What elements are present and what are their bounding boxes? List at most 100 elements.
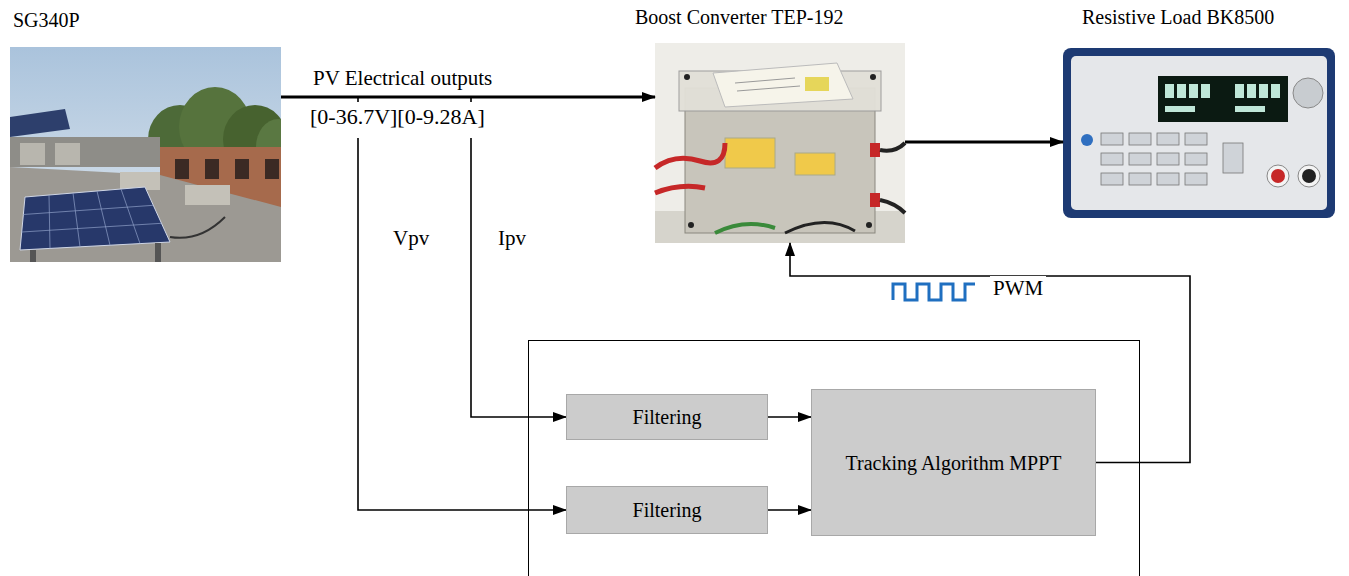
- electronic-load-photo-part-part: [1165, 106, 1195, 112]
- connector: [905, 141, 1063, 144]
- boost-converter-photo-part: [713, 63, 853, 107]
- range-label: [0-36.7V][0-9.28A]: [306, 102, 489, 138]
- electronic-load-photo-part-part: [1271, 84, 1280, 98]
- solar-panel-photo-part: [20, 143, 45, 165]
- solar-panel-photo-part: [205, 159, 219, 179]
- electronic-load-photo-part: [1158, 76, 1288, 122]
- photo-node: Boost Converter TEP-192: [655, 43, 905, 243]
- boost-converter-photo-part: [715, 224, 775, 233]
- electronic-load-photo-part-part: [1185, 153, 1207, 165]
- boost-converter-photo-part: [684, 74, 690, 80]
- electronic-load-photo-part: [1293, 78, 1323, 108]
- photo-heading: Resistive Load BK8500: [1082, 6, 1274, 29]
- electronic-load-photo-part-part: [1259, 84, 1268, 98]
- electronic-load-photo-part-part: [1157, 133, 1179, 145]
- solar-panel-photo-part-part: [22, 223, 162, 232]
- solar-panel-photo-part: [22, 189, 162, 248]
- solar-panel-photo-part: [155, 243, 161, 262]
- electronic-load-photo-part-part: [1101, 173, 1123, 185]
- boost-converter-photo-part: [866, 222, 872, 228]
- electronic-load-photo-part-part: [1235, 106, 1265, 112]
- photo-heading: Boost Converter TEP-192: [635, 6, 844, 29]
- electronic-load-photo-part-part: [1201, 84, 1210, 98]
- connector: [281, 97, 566, 510]
- solar-panel-photo-part: [10, 167, 281, 262]
- electronic-load-photo-part: [1063, 48, 1335, 218]
- boost-converter-photo-part: [655, 43, 905, 243]
- electronic-load-photo-part: [1267, 165, 1289, 187]
- signal-label: PWM: [990, 276, 1046, 301]
- connector: [281, 97, 566, 417]
- photo-heading: SG340P: [13, 9, 80, 32]
- electronic-load-photo-part-part: [1189, 84, 1198, 98]
- solar-panel-photo-part: [30, 250, 36, 262]
- boost-converter-photo: [655, 43, 905, 243]
- solar-panel-photo: [10, 47, 281, 262]
- boost-converter-photo-part: [870, 74, 876, 80]
- electronic-load-photo-part: [1071, 56, 1327, 210]
- boost-converter-photo-part: [795, 153, 835, 175]
- connector: [768, 509, 811, 511]
- solar-panel-photo-part-part: [23, 205, 153, 214]
- electronic-load-photo-part-part: [1165, 84, 1174, 98]
- solar-panel-photo-part: [175, 159, 189, 179]
- boost-converter-photo-part: [725, 138, 775, 168]
- solar-panel-photo-part-part: [97, 191, 110, 245]
- boost-converter-photo-part: [785, 222, 855, 233]
- boost-converter-photo-part: [735, 78, 795, 83]
- electronic-load-photo-part: [1298, 165, 1320, 187]
- solar-panel-photo-part: [55, 143, 80, 165]
- signal-label: PV Electrical outputs: [310, 66, 495, 91]
- boost-converter-photo-part: [870, 193, 880, 207]
- process-box: Filtering: [566, 486, 768, 534]
- boost-converter-photo-part: [880, 143, 905, 151]
- electronic-load-photo-part-part: [1101, 153, 1123, 165]
- electronic-load-photo-part-part: [1235, 84, 1244, 98]
- solar-panel-photo-part-part: [49, 195, 50, 248]
- electronic-load-photo-part-part: [1223, 143, 1243, 173]
- boost-converter-photo-part: [737, 86, 800, 91]
- box-text: Filtering: [633, 498, 702, 522]
- electronic-load-photo-part: [1271, 169, 1285, 183]
- solar-panel-photo-part: [235, 159, 249, 179]
- process-box: Filtering: [566, 394, 768, 440]
- pwm-waveform: [893, 284, 975, 300]
- electronic-load-photo-part-part: [1177, 84, 1186, 98]
- box-text: Filtering: [633, 405, 702, 429]
- solar-panel-photo-part: [265, 159, 279, 179]
- electronic-load-photo-part-part: [1129, 173, 1151, 185]
- boost-converter-photo-part: [805, 77, 829, 91]
- boost-converter-photo-part: [688, 222, 694, 228]
- electronic-load-photo-part-part: [1129, 133, 1151, 145]
- solar-panel-photo-part: [10, 137, 160, 167]
- signal-label: Ipv: [495, 226, 529, 251]
- electronic-load-photo-part-part: [1101, 133, 1123, 145]
- electronic-load-photo-part-part: [1157, 153, 1179, 165]
- boost-converter-photo-part: [870, 143, 880, 157]
- solar-panel-photo-part: [185, 185, 230, 205]
- solar-panel-photo-part: [10, 47, 281, 262]
- electronic-load-photo-part-part: [1185, 173, 1207, 185]
- solar-panel-photo-part: [10, 109, 70, 137]
- solar-panel-photo-part: [20, 187, 170, 250]
- photo-node: SG340P: [10, 47, 281, 262]
- connector: [768, 416, 811, 418]
- solar-panel-photo-part-part: [121, 189, 140, 244]
- solar-panel-photo-part: [170, 217, 225, 238]
- photo-node: Resistive Load BK8500: [1063, 48, 1335, 218]
- electronic-load-photo-part-part: [1129, 153, 1151, 165]
- controller-frame: FilteringFilteringTracking Algorithm MPP…: [528, 340, 1140, 576]
- process-box: Tracking Algorithm MPPT: [811, 389, 1096, 536]
- box-text: Tracking Algorithm MPPT: [846, 451, 1062, 475]
- electronic-load-photo-part: [1165, 84, 1280, 112]
- electronic-load-photo-part-part: [1157, 173, 1179, 185]
- electronic-load-photo-part: [1081, 134, 1093, 146]
- electronic-load-photo-part: [1302, 169, 1316, 183]
- electronic-load-photo: [1063, 48, 1335, 218]
- electronic-load-photo-part-part: [1185, 133, 1207, 145]
- signal-label: Vpv: [390, 226, 432, 251]
- boost-converter-photo-part: [655, 143, 725, 168]
- boost-converter-photo-part: [880, 200, 905, 213]
- electronic-load-photo-part-part: [1247, 84, 1256, 98]
- solar-panel-photo-part-part: [73, 193, 80, 247]
